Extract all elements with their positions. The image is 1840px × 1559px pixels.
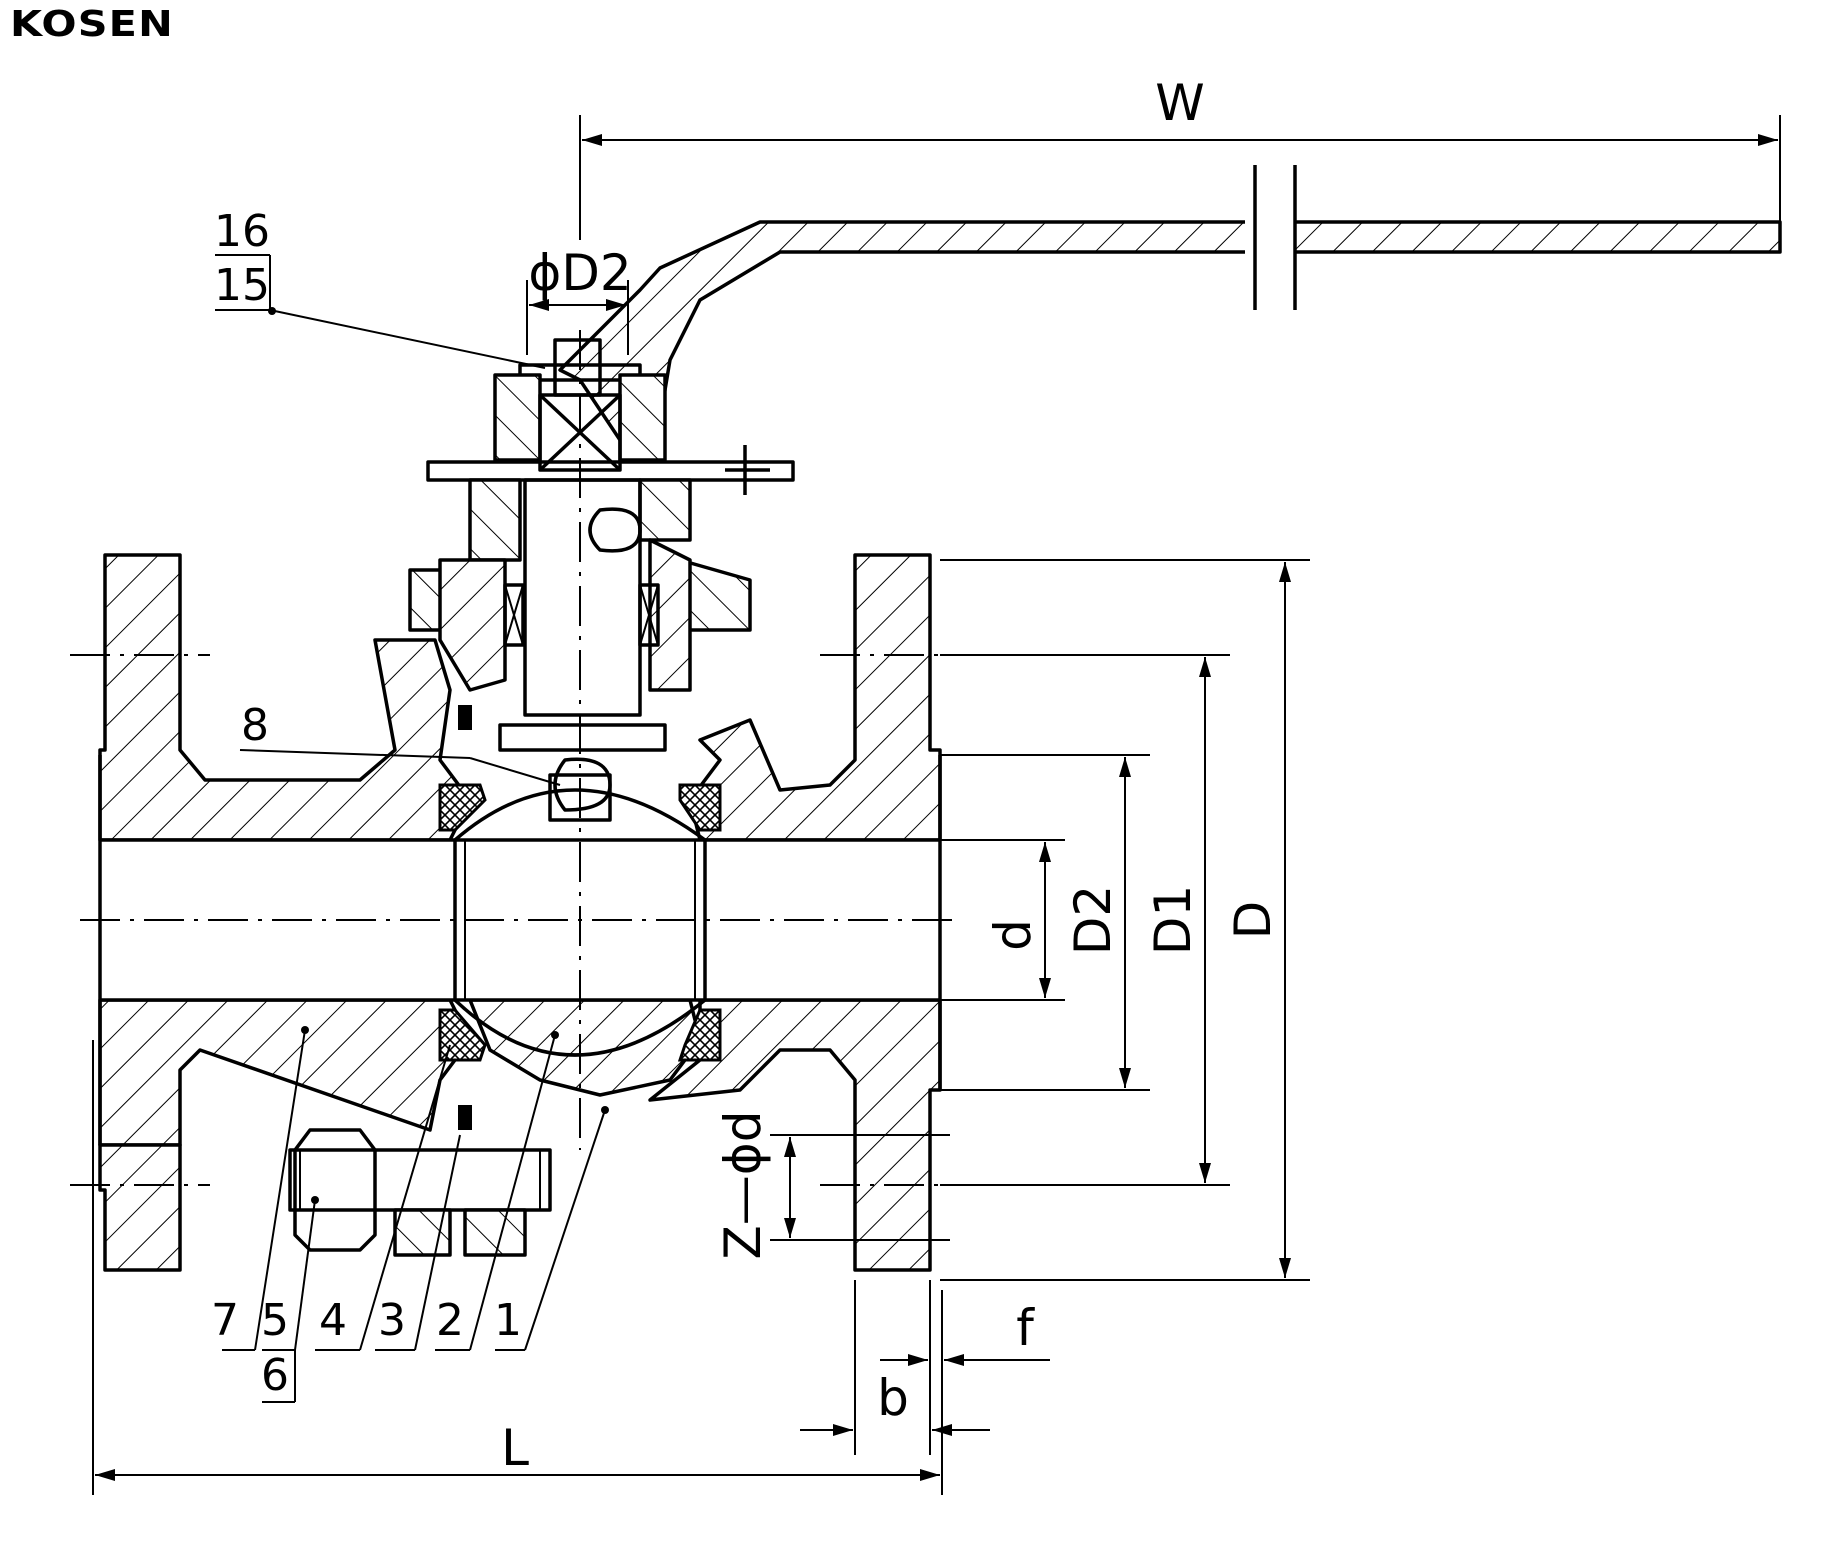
valve-body [98, 553, 942, 1272]
label-f: f [1016, 1299, 1035, 1357]
label-z-phi-d: Z—ϕd [714, 1111, 772, 1260]
part-1: 1 [494, 1295, 522, 1346]
dimension-phi-d2: ϕD2 [526, 244, 632, 355]
label-d1: D1 [1144, 885, 1202, 955]
label-d: d [984, 919, 1042, 951]
bolt [288, 1128, 552, 1257]
label-d-outer: D [1224, 901, 1282, 940]
part-5: 5 [261, 1295, 289, 1346]
part-6: 6 [261, 1350, 289, 1401]
part-15: 15 [214, 260, 270, 311]
dimensions-right: d D2 D1 D Z—ϕd [714, 559, 1310, 1281]
part-3: 3 [378, 1295, 406, 1346]
label-b: b [877, 1369, 909, 1427]
bonnet [408, 478, 752, 692]
label-l: L [501, 1419, 529, 1477]
label-d2: D2 [1064, 885, 1122, 955]
dimension-w: W [579, 74, 1781, 250]
label-w: W [1155, 74, 1204, 132]
callouts: 16 15 8 7 5 6 4 3 [211, 206, 609, 1403]
part-16: 16 [214, 206, 270, 257]
part-7: 7 [211, 1295, 239, 1346]
part-2: 2 [436, 1295, 464, 1346]
part-4: 4 [319, 1295, 347, 1346]
centerlines [70, 330, 960, 1186]
label-phi-d2: ϕD2 [528, 244, 631, 302]
part-8: 8 [241, 700, 269, 751]
handle [558, 165, 1782, 442]
stem [498, 478, 667, 822]
brand-logo: KOSEN [10, 4, 174, 45]
dimensions-bottom: L b f [92, 1040, 1050, 1495]
